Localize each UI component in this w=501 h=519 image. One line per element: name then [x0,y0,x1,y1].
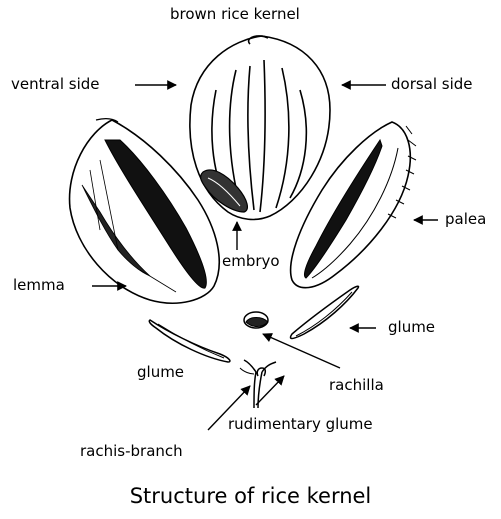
label-dorsal-side: dorsal side [391,76,473,93]
palea [291,122,416,288]
label-embryo: embryo [222,253,280,270]
label-lemma: lemma [13,277,65,294]
label-palea: palea [445,211,486,228]
label-rachis-branch: rachis-branch [80,443,183,460]
label-ventral-side: ventral side [11,76,100,93]
label-rachilla: rachilla [329,377,384,394]
rachis-branch-drawing [240,360,276,408]
glume-left [149,320,230,362]
lemma [70,119,220,303]
label-brown-rice-kernel: brown rice kernel [170,6,300,23]
label-glume-right: glume [388,319,435,336]
label-rudimentary-glume: rudimentary glume [228,416,373,433]
figure-caption: Structure of rice kernel [0,484,501,508]
glume-right [291,286,359,338]
embryo [201,170,248,212]
rachilla [244,312,268,328]
label-glume-left: glume [137,364,184,381]
